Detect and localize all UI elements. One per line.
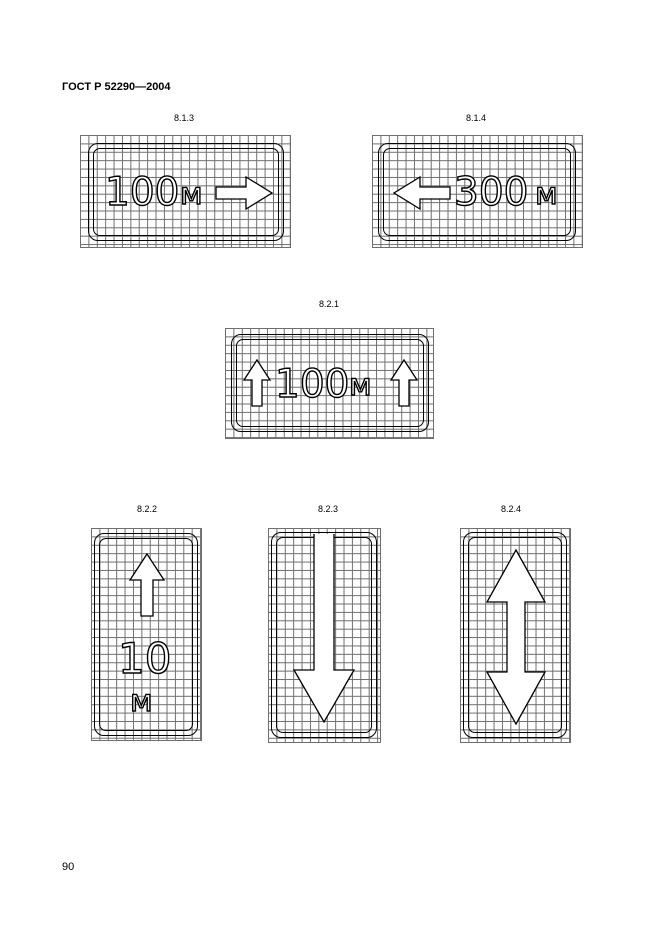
document-header: ГОСТ Р 52290—2004 xyxy=(62,81,171,93)
construction-grid xyxy=(225,328,434,439)
sign-distance-unit: м xyxy=(348,368,372,403)
sign-caption-8-2-2: 8.2.2 xyxy=(136,504,158,514)
sign-caption-8-2-3: 8.2.3 xyxy=(317,504,339,514)
sign-plate xyxy=(94,533,198,736)
sign-distance-unit: м xyxy=(534,177,558,212)
arrow-right-icon xyxy=(215,175,274,211)
sign-caption-8-2-4: 8.2.4 xyxy=(500,504,522,514)
sign-distance-number: 300 xyxy=(453,170,529,215)
arrow-left-icon xyxy=(392,175,451,211)
sign-caption-8-2-1: 8.2.1 xyxy=(318,299,340,309)
page-number: 90 xyxy=(62,861,75,873)
sign-distance-unit: м xyxy=(179,177,203,212)
sign-plate xyxy=(463,532,567,738)
sign-caption-8-1-4: 8.1.4 xyxy=(465,113,487,123)
arrow-up-icon xyxy=(389,358,419,407)
sign-plate xyxy=(231,334,429,432)
sign-distance-unit: м xyxy=(129,684,153,719)
double-arrow-icon xyxy=(485,548,547,726)
sign-caption-8-1-3: 8.1.3 xyxy=(173,113,195,123)
sign-distance-number: 100 xyxy=(274,362,350,407)
sign-distance-number: 10 xyxy=(117,634,172,683)
arrow-up-icon xyxy=(242,358,272,407)
construction-grid xyxy=(372,135,583,248)
arrow-up-icon xyxy=(128,552,166,617)
sign-distance-number: 100 xyxy=(104,170,180,215)
zone-end-arrow-icon xyxy=(292,534,356,724)
sign-plate xyxy=(378,143,576,241)
sign-plate xyxy=(88,143,284,241)
